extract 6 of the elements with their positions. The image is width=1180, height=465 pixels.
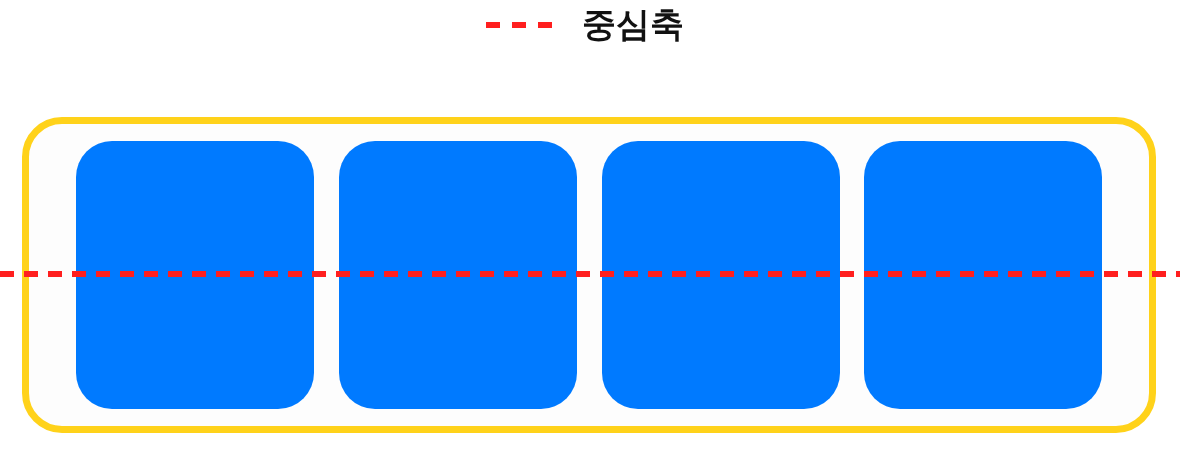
item-square [864,141,1102,409]
container-box [22,117,1156,433]
legend-label: 중심축 [582,4,684,44]
item-square [339,141,577,409]
item-square [76,141,314,409]
item-square [602,141,840,409]
